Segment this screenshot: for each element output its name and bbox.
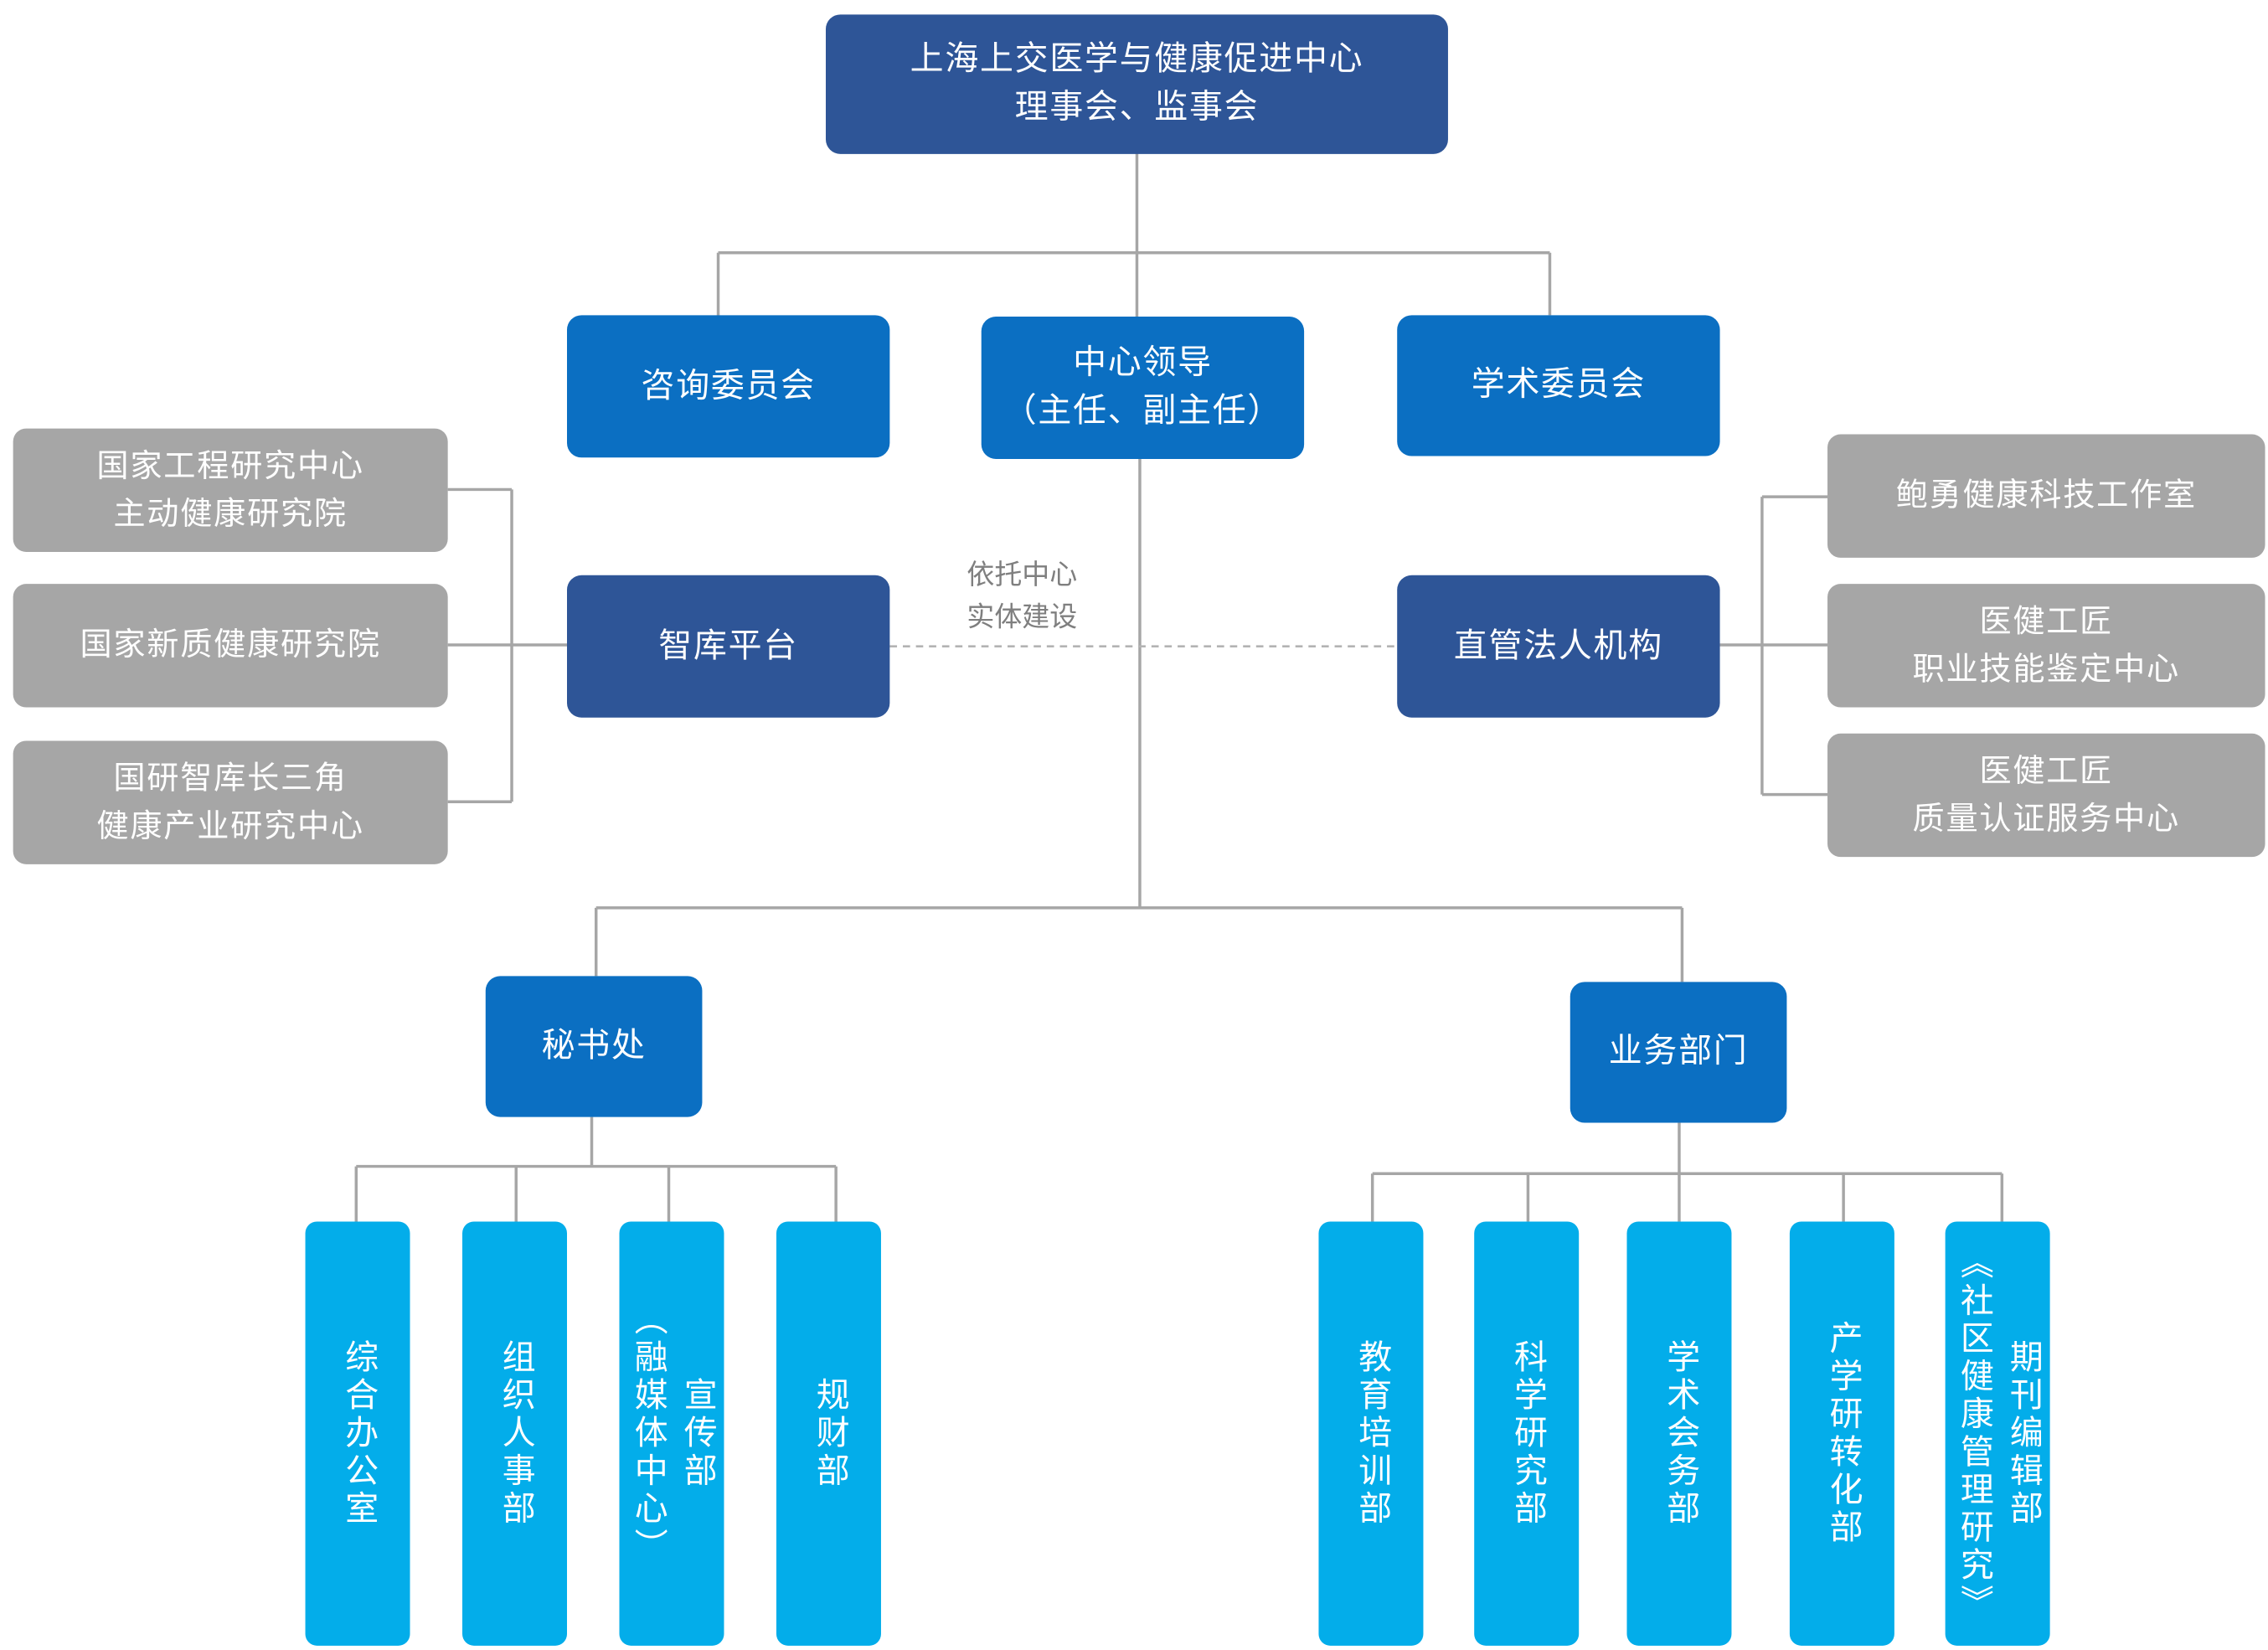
- left-unit-1-line2: 主动健康研究院: [113, 496, 348, 533]
- business-unit-1-line1: 教育培训部: [1352, 1338, 1390, 1529]
- relation-note: 依托中心 实体建设: [935, 554, 1109, 639]
- advisory-committee-label: 咨询委员会: [641, 366, 816, 405]
- secretariat-unit-2-line1: 组织人事部: [495, 1338, 534, 1529]
- left-unit-3-line2: 健康产业研究中心: [96, 808, 364, 845]
- secretariat-label: 秘书处: [541, 1027, 647, 1065]
- think-tank-label: 智库平台: [658, 626, 799, 665]
- business-unit-5-line2: 《社区健康管理研究》: [1954, 1245, 1992, 1623]
- secretariat-unit-3-line2: （融媒体中心）: [627, 1301, 667, 1566]
- secretariat-unit-4-line1: 规财部: [809, 1377, 848, 1491]
- secretariat-unit-4: 规财部: [776, 1221, 881, 1646]
- left-unit-1-line1: 国家工程研究中心: [96, 448, 364, 485]
- think-tank-box: 智库平台: [567, 575, 890, 718]
- direct-entities-box: 直管法人机构: [1397, 575, 1720, 718]
- left-unit-1: 国家工程研究中心 主动健康研究院: [13, 428, 448, 552]
- secretariat-unit-1-line1: 综合办公室: [338, 1338, 377, 1529]
- secretariat-unit-1: 综合办公室: [305, 1221, 410, 1646]
- business-unit-3-line1: 学术会务部: [1660, 1338, 1698, 1529]
- secretariat-unit-3: 宣传部 （融媒体中心）: [619, 1221, 724, 1646]
- secretariat-unit-3-line1: 宣传部: [677, 1377, 716, 1491]
- right-unit-3: 医健工匠 质量认证服务中心: [1827, 733, 2265, 858]
- business-depts-box: 业务部门: [1570, 982, 1787, 1123]
- business-unit-5-line1: 期刊编辑部: [2003, 1338, 2042, 1529]
- right-unit-1-line1: 鲍勇健康科技工作室: [1895, 477, 2197, 514]
- left-unit-3: 国研智库长三角 健康产业研究中心: [13, 740, 448, 864]
- relation-note-line2: 实体建设: [966, 601, 1078, 634]
- business-unit-5: 期刊编辑部 《社区健康管理研究》: [1945, 1221, 2050, 1646]
- academic-committee-label: 学术委员会: [1471, 366, 1647, 405]
- business-unit-2: 科学研究部: [1474, 1221, 1580, 1646]
- secretariat-unit-2: 组织人事部: [462, 1221, 568, 1646]
- advisory-committee-box: 咨询委员会: [567, 315, 890, 458]
- governing-board-subtitle: 理事会、监事会: [1014, 88, 1260, 126]
- leadership-sub-label: （主任、副主任）: [1003, 392, 1283, 431]
- left-unit-3-line1: 国研智库长三角: [113, 760, 348, 797]
- left-unit-2-line1: 国家新质健康研究院: [80, 627, 381, 664]
- academic-committee-box: 学术委员会: [1397, 315, 1720, 456]
- business-unit-4: 产学研转化部: [1789, 1221, 1894, 1646]
- right-unit-2: 医健工匠 职业技能鉴定中心: [1827, 584, 2265, 708]
- right-unit-1: 鲍勇健康科技工作室: [1827, 434, 2265, 558]
- right-unit-2-line1: 医健工匠: [1979, 603, 2114, 640]
- direct-entities-label: 直管法人机构: [1453, 626, 1663, 665]
- business-depts-label: 业务部门: [1608, 1033, 1749, 1071]
- left-unit-2: 国家新质健康研究院: [13, 584, 448, 708]
- right-unit-3-line1: 医健工匠: [1979, 753, 2114, 790]
- right-unit-3-line2: 质量认证服务中心: [1912, 801, 2180, 838]
- business-unit-1: 教育培训部: [1318, 1221, 1424, 1646]
- secretariat-box: 秘书处: [485, 976, 703, 1117]
- governing-board-box: 上海上交医学与健康促进中心 理事会、监事会: [825, 14, 1448, 154]
- business-unit-4-line1: 产学研转化部: [1822, 1320, 1861, 1547]
- leadership-label: 中心领导: [1073, 344, 1213, 383]
- business-unit-3: 学术会务部: [1626, 1221, 1732, 1646]
- relation-note-line1: 依托中心: [966, 559, 1078, 591]
- right-unit-2-line2: 职业技能鉴定中心: [1912, 651, 2180, 688]
- leadership-box: 中心领导 （主任、副主任）: [981, 317, 1305, 460]
- business-unit-2-line1: 科学研究部: [1508, 1338, 1546, 1529]
- governing-board-title: 上海上交医学与健康促进中心: [910, 40, 1364, 79]
